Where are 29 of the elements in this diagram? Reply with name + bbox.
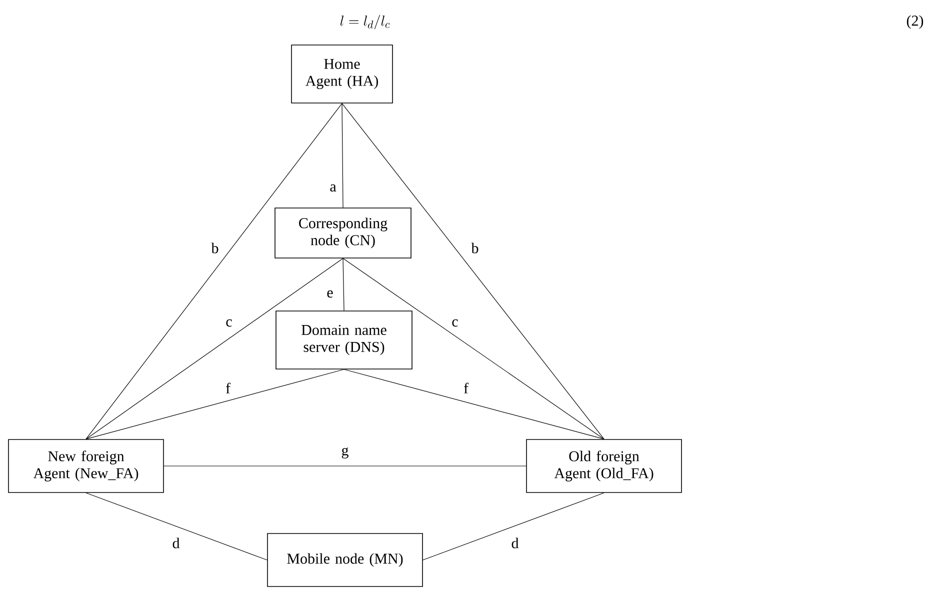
edge-label: b	[470, 242, 480, 254]
node-box: Home Agent (HA)	[291, 44, 393, 104]
equation-number: (2)	[906, 15, 924, 29]
edge-label: d	[171, 536, 181, 550]
node-box: New foreign Agent (New_FA)	[8, 439, 164, 493]
connector-line	[342, 258, 604, 440]
edge-label: c	[450, 318, 460, 328]
node-box: Corresponding node (CN)	[274, 208, 412, 258]
connector-line	[86, 369, 344, 440]
connector-line	[422, 492, 604, 560]
edge-label: f	[462, 382, 470, 394]
edge-label: c	[224, 318, 234, 328]
node-box: Mobile node (MN)	[267, 533, 423, 587]
connector-line	[342, 258, 344, 311]
edge-label: b	[210, 242, 220, 254]
node-box: Domain name server (DNS)	[276, 310, 412, 370]
connector-line	[86, 103, 342, 440]
connector-line	[344, 369, 604, 440]
connector-line	[86, 492, 268, 560]
connector-line	[342, 103, 344, 208]
edge-label: g	[340, 446, 350, 460]
node-box: Old foreign Agent (Old_FA)	[526, 439, 682, 493]
edge-label: d	[510, 536, 520, 550]
edge-label: a	[328, 183, 338, 193]
edge-label: f	[224, 382, 232, 394]
connector-line	[342, 103, 604, 440]
equation: $l = l_d / l_c$	[340, 14, 390, 30]
connector-line	[86, 258, 344, 440]
edge-label: e	[326, 289, 334, 299]
